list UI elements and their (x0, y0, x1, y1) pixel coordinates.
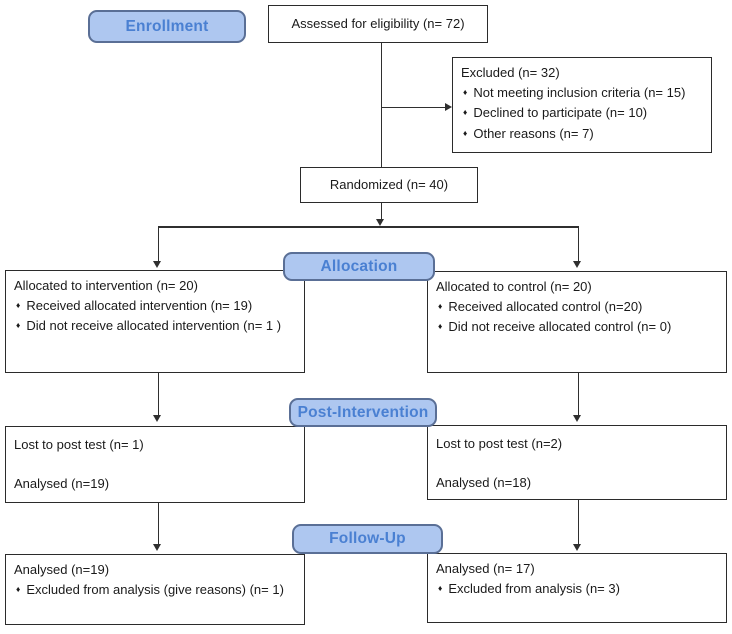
arrowhead-excluded (445, 103, 452, 111)
assessed-eligibility-box: Assessed for eligibility (n= 72) (268, 5, 488, 43)
excluded-box: Excluded (n= 32) ♦ Not meeting inclusion… (452, 57, 712, 153)
diamond-bullet-icon: ♦ (438, 321, 443, 332)
diamond-bullet-icon: ♦ (438, 582, 443, 593)
connector-assessed-to-randomized (380, 43, 382, 167)
assessed-eligibility-text: Assessed for eligibility (n= 72) (291, 16, 465, 32)
allocated-intervention-title: Allocated to intervention (n= 20) (14, 278, 198, 293)
stage-label-allocation: Allocation (283, 252, 435, 281)
excluded-item-text: Not meeting inclusion criteria (n= 15) (473, 84, 686, 100)
excluded-item-text: Declined to participate (n= 10) (473, 105, 648, 121)
stage-label-follow-up-text: Follow-Up (329, 530, 406, 547)
post-left-analysed-text: Analysed (n=19) (14, 475, 110, 491)
stage-label-post-intervention: Post-Intervention (289, 398, 437, 427)
excluded-item: ♦ Declined to participate (n= 10) (461, 104, 704, 122)
allocated-intervention-item: ♦ Received allocated intervention (n= 19… (14, 297, 297, 315)
diamond-bullet-icon: ♦ (16, 299, 21, 310)
follow-up-right-box: Analysed (n= 17) ♦ Excluded from analysi… (427, 553, 727, 623)
arrowhead-allocated-intervention (153, 261, 161, 268)
excluded-item-text: Other reasons (n= 7) (473, 125, 594, 141)
allocated-intervention-item-text: Received allocated intervention (n= 19) (26, 297, 253, 313)
diamond-bullet-icon: ♦ (16, 583, 21, 594)
allocated-control-box: Allocated to control (n= 20) ♦ Received … (427, 271, 727, 373)
excluded-item: ♦ Other reasons (n= 7) (461, 125, 704, 143)
connector-branch-horizontal (157, 226, 579, 228)
allocated-control-item: ♦ Did not receive allocated control (n= … (436, 318, 719, 336)
follow-up-right-title: Analysed (n= 17) (436, 561, 535, 576)
stage-label-allocation-text: Allocation (320, 257, 398, 275)
follow-up-left-item: ♦ Excluded from analysis (give reasons) … (14, 581, 297, 599)
stage-label-post-intervention-text: Post-Intervention (297, 403, 429, 421)
diamond-bullet-icon: ♦ (438, 300, 443, 311)
randomized-text: Randomized (n= 40) (329, 177, 449, 193)
allocated-intervention-box: Allocated to intervention (n= 20) ♦ Rece… (5, 270, 305, 373)
connector-to-excluded (381, 106, 445, 108)
allocated-intervention-item: ♦ Did not receive allocated intervention… (14, 317, 297, 335)
randomized-box: Randomized (n= 40) (300, 167, 478, 203)
arrowhead-post-left (153, 415, 161, 422)
diamond-bullet-icon: ♦ (463, 86, 468, 97)
stage-label-enrollment-text: Enrollment (125, 17, 209, 35)
follow-up-left-item-text: Excluded from analysis (give reasons) (n… (26, 581, 284, 597)
stage-label-enrollment: Enrollment (88, 10, 246, 43)
allocated-control-title: Allocated to control (n= 20) (436, 279, 592, 294)
post-right-analysed-text: Analysed (n=18) (436, 474, 532, 490)
follow-up-right-item-text: Excluded from analysis (n= 3) (448, 580, 620, 596)
arrowhead-post-right (573, 415, 581, 422)
allocated-control-item-text: Received allocated control (n=20) (448, 298, 643, 314)
allocated-control-item-text: Did not receive allocated control (n= 0) (448, 319, 672, 335)
post-intervention-right-box: Lost to post test (n=2) Analysed (n=18) (427, 425, 727, 500)
connector-branch-to-intervention (157, 226, 159, 262)
connector-branch-to-control (577, 226, 579, 262)
connector-post-to-follow-left (157, 503, 159, 545)
arrowhead-allocated-control (573, 261, 581, 268)
arrowhead-branch-junction (376, 219, 384, 226)
excluded-title: Excluded (n= 32) (461, 65, 560, 80)
excluded-item: ♦ Not meeting inclusion criteria (n= 15) (461, 84, 704, 102)
arrowhead-follow-right (573, 544, 581, 551)
arrowhead-follow-left (153, 544, 161, 551)
post-intervention-left-box: Lost to post test (n= 1) Analysed (n=19) (5, 426, 305, 503)
connector-control-to-post (577, 373, 579, 416)
connector-intervention-to-post (157, 373, 159, 416)
follow-up-left-box: Analysed (n=19) ♦ Excluded from analysis… (5, 554, 305, 625)
stage-label-follow-up: Follow-Up (292, 524, 443, 554)
diamond-bullet-icon: ♦ (463, 107, 468, 118)
allocated-intervention-item-text: Did not receive allocated intervention (… (26, 318, 282, 334)
post-right-lost-text: Lost to post test (n=2) (436, 436, 563, 451)
follow-up-right-item: ♦ Excluded from analysis (n= 3) (436, 580, 719, 598)
connector-randomized-to-branch (380, 203, 382, 220)
diamond-bullet-icon: ♦ (463, 127, 468, 138)
post-left-lost-text: Lost to post test (n= 1) (14, 437, 144, 452)
connector-post-to-follow-right (577, 500, 579, 545)
allocated-control-item: ♦ Received allocated control (n=20) (436, 298, 719, 316)
follow-up-left-title: Analysed (n=19) (14, 562, 110, 577)
diamond-bullet-icon: ♦ (16, 320, 21, 331)
